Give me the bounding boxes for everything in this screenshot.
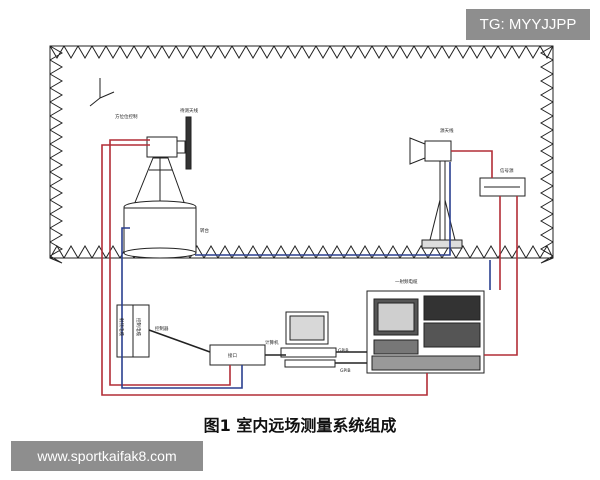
cable-1 xyxy=(109,139,231,386)
anechoic-chamber xyxy=(49,45,554,264)
coordinate-axes-icon xyxy=(89,78,115,107)
label-axis-control: 方位位控制 xyxy=(115,113,138,120)
label-cable-tag-2: GPIB xyxy=(340,368,351,374)
watermark-bottom: www.sportkaifak8.com xyxy=(11,441,203,471)
interface-box xyxy=(209,344,266,366)
label-cable-tag-1: GPIB xyxy=(338,348,349,354)
cable-4 xyxy=(195,162,451,256)
label-controller-box: 控制器 xyxy=(155,325,169,332)
label-vertical-2: 控制电缆 xyxy=(135,318,142,336)
computer xyxy=(280,311,337,368)
label-interface: 接口 xyxy=(228,352,237,359)
diagram-labels: 方位位控制 待测天线 转台 源天线 信号源 一射频电缆 控制器 计算机 接口 G… xyxy=(115,107,514,374)
label-computer: 计算机 xyxy=(265,339,279,346)
cable-2 xyxy=(101,144,428,396)
watermark-top: TG: MYYJJPP xyxy=(466,9,590,40)
label-source-controller: 信号源 xyxy=(500,167,514,174)
cable-layer xyxy=(101,139,518,396)
label-antenna-under-test: 待测天线 xyxy=(180,107,198,114)
cable-12 xyxy=(148,329,211,353)
label-receiver-cable: 一射频电缆 xyxy=(395,278,418,285)
network-analyzer xyxy=(366,290,485,374)
turntable-positioner xyxy=(123,116,197,259)
cable-5 xyxy=(451,150,493,178)
source-antenna-tower xyxy=(409,137,463,249)
cable-6 xyxy=(484,196,518,356)
label-vertical-1: 射频电缆 xyxy=(118,318,125,336)
signal-source-box xyxy=(479,177,526,197)
label-source-antenna: 源天线 xyxy=(440,127,454,134)
figure-caption: 图1 室内远场测量系统组成 xyxy=(203,416,397,435)
label-turntable: 转台 xyxy=(200,227,209,234)
cable-3 xyxy=(121,227,243,389)
